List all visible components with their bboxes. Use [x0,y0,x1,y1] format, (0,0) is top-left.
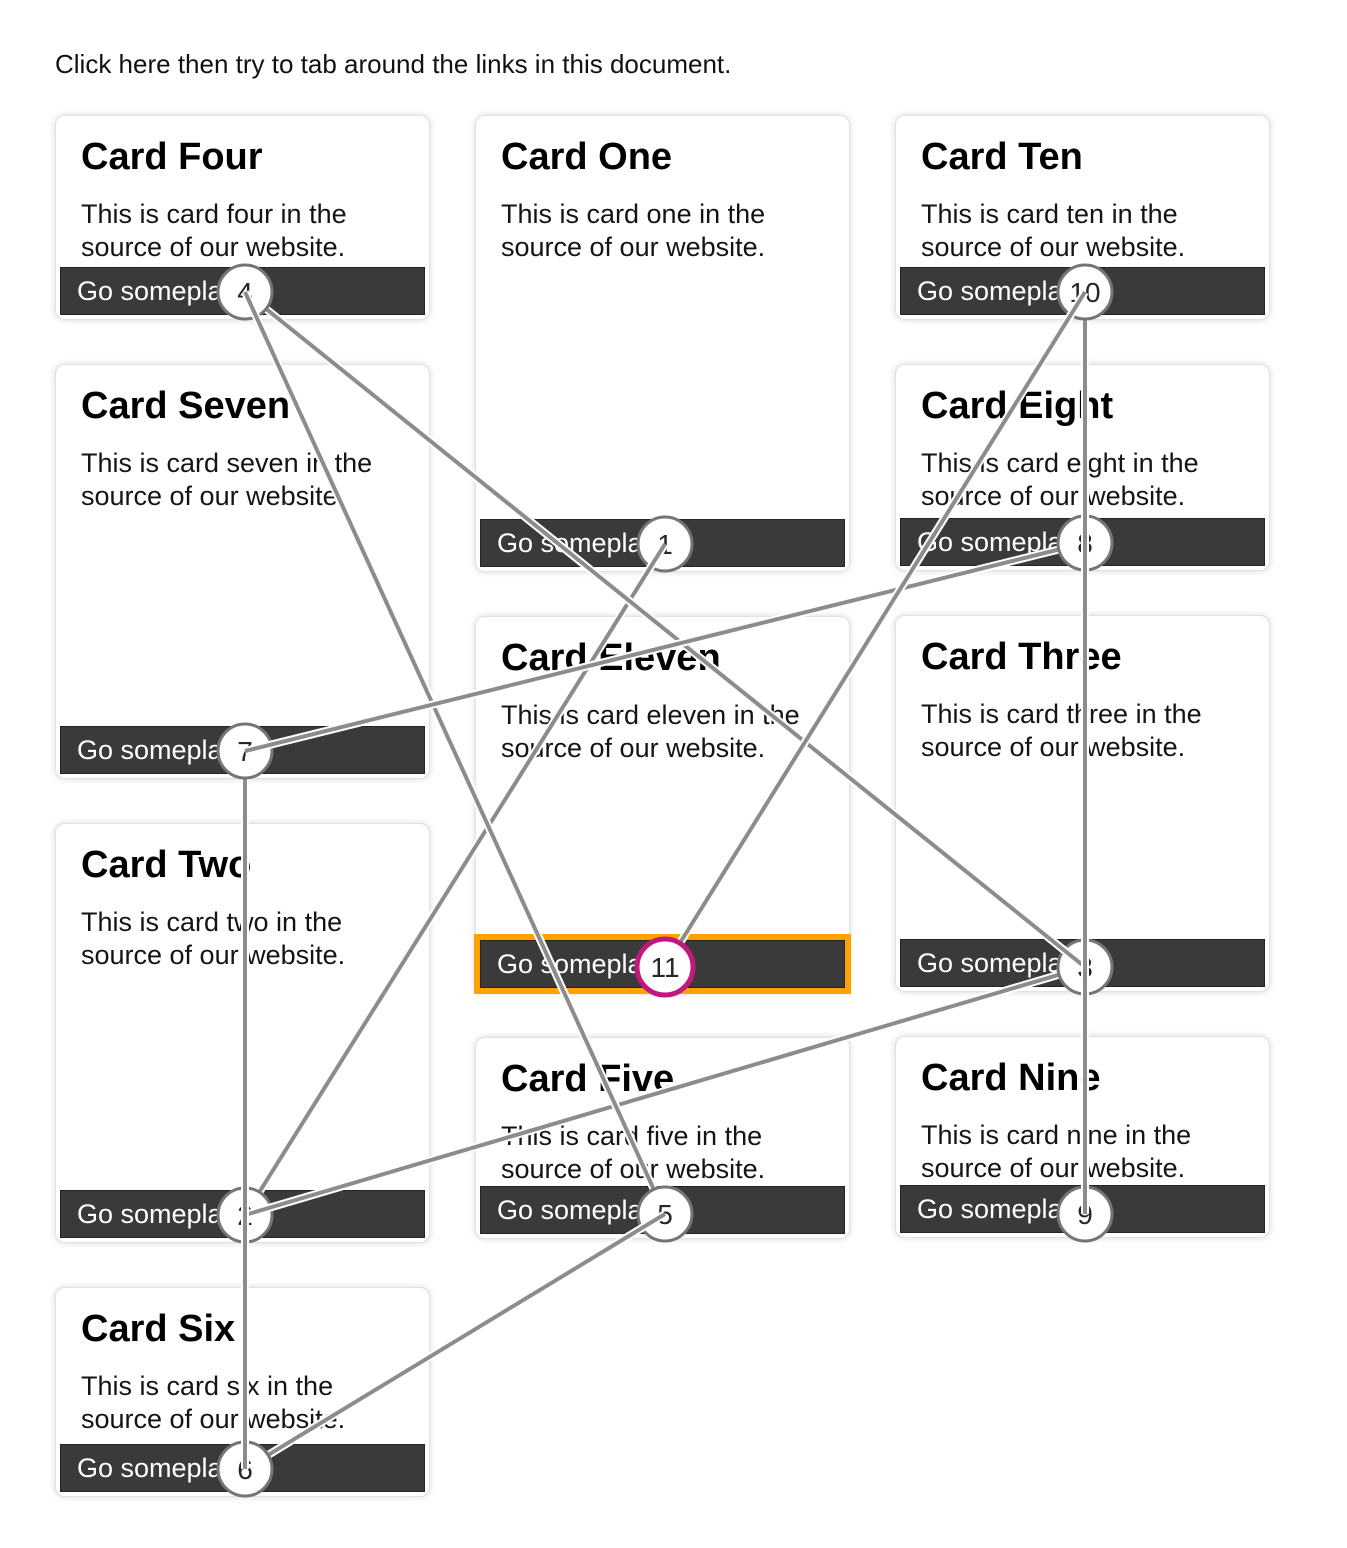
card-title: Card Ten [921,136,1083,178]
card-nine: Card Nine This is card nine in the sourc… [895,1036,1270,1238]
go-someplace-link[interactable]: Go someplace [60,1190,425,1238]
card-column: Card One This is card one in the source … [475,115,850,1283]
card-ten: Card Ten This is card ten in the source … [895,115,1270,320]
card-description: This is card two in the source of our we… [81,907,346,970]
go-someplace-link[interactable]: Go someplace [60,1444,425,1492]
go-someplace-link[interactable]: Go someplace [900,267,1265,315]
card-description: This is card three in the source of our … [921,699,1202,762]
go-someplace-link[interactable]: Go someplace [900,518,1265,566]
card-title: Card Six [81,1308,236,1350]
card-title: Card Eight [921,385,1114,427]
card-eleven: Card Eleven This is card eleven in the s… [475,616,850,993]
card-four: Card Four This is card four in the sourc… [55,115,430,320]
go-someplace-link[interactable]: Go someplace [480,519,845,567]
card-description: This is card eight in the source of our … [921,448,1199,511]
card-eight: Card Eight This is card eight in the sou… [895,364,1270,571]
card-grid: Card Four This is card four in the sourc… [55,115,1270,1541]
card-description: This is card nine in the source of our w… [921,1120,1192,1183]
card-title: Card Three [921,636,1122,678]
card-title: Card Two [81,844,252,886]
card-seven: Card Seven This is card seven in the sou… [55,364,430,779]
card-description: This is card one in the source of our we… [501,199,766,262]
card-two: Card Two This is card two in the source … [55,823,430,1243]
card-three: Card Three This is card three in the sou… [895,615,1270,992]
card-description: This is card four in the source of our w… [81,199,347,262]
card-one: Card One This is card one in the source … [475,115,850,572]
card-title: Card One [501,136,673,178]
card-description: This is card ten in the source of our we… [921,199,1186,262]
card-description: This is card seven in the source of our … [81,448,373,511]
go-someplace-link[interactable]: Go someplace [480,1186,845,1234]
card-column: Card Four This is card four in the sourc… [55,115,430,1541]
go-someplace-link[interactable]: Go someplace [900,1185,1265,1233]
go-someplace-link[interactable]: Go someplace [900,939,1265,987]
card-title: Card Eleven [501,637,721,679]
card-column: Card Ten This is card ten in the source … [895,115,1270,1282]
card-title: Card Five [501,1058,675,1100]
card-title: Card Four [81,136,263,178]
instruction-text[interactable]: Click here then try to tab around the li… [55,49,732,79]
card-title: Card Nine [921,1057,1101,1099]
go-someplace-link[interactable]: Go someplace [60,267,425,315]
card-description: This is card five in the source of our w… [501,1121,766,1184]
card-description: This is card eleven in the source of our… [501,700,800,763]
card-description: This is card six in the source of our we… [81,1371,346,1434]
card-five: Card Five This is card five in the sourc… [475,1037,850,1239]
go-someplace-link[interactable]: Go someplace [60,726,425,774]
go-someplace-link[interactable]: Go someplace [480,940,845,988]
card-six: Card Six This is card six in the source … [55,1287,430,1497]
card-title: Card Seven [81,385,291,427]
